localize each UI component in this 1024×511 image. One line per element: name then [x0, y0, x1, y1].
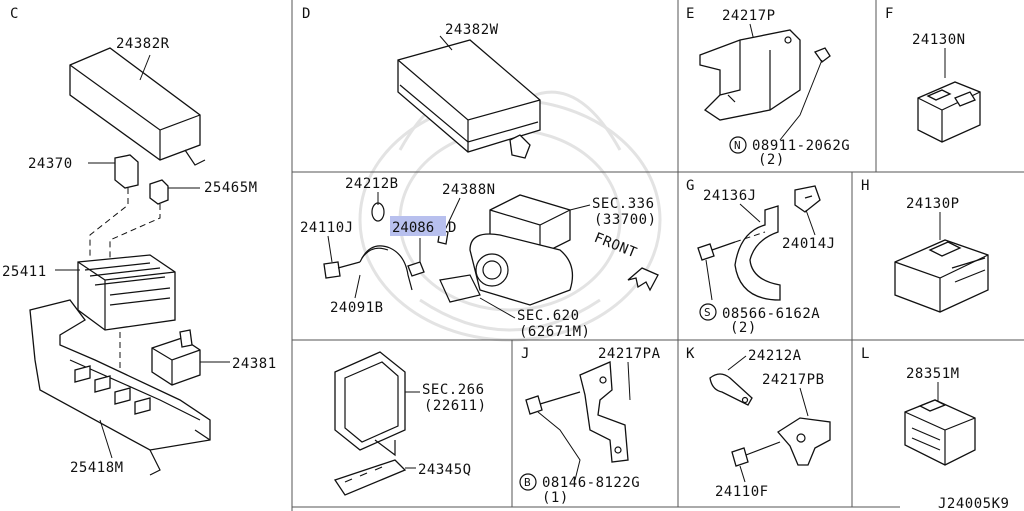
section-l: 28351M [904, 366, 976, 466]
section-d: 24382W [397, 22, 541, 159]
label-sec336-code[interactable]: (33700) [594, 212, 657, 228]
label-24110j[interactable]: 24110J [300, 220, 354, 236]
circled-b-letter: B [524, 476, 531, 489]
circled-n-icon [729, 136, 747, 154]
connector-24130p-drawing [894, 239, 989, 313]
label-25418m[interactable]: 25418M [70, 460, 124, 476]
section-h: 24130P [894, 196, 989, 313]
label-24110f[interactable]: 24110F [715, 484, 769, 500]
label-25465m[interactable]: 25465M [204, 180, 258, 196]
label-24212a[interactable]: 24212A [748, 348, 802, 364]
label-08911[interactable]: 08911-2062G [752, 138, 850, 154]
fuse-block-25411-drawing [77, 254, 176, 331]
label-sec620-code[interactable]: (62671M) [519, 324, 590, 340]
label-08911-qty: (2) [758, 152, 785, 168]
label-24217pb[interactable]: 24217PB [762, 372, 825, 388]
label-24388n[interactable]: 24388N [442, 182, 496, 198]
bracket-24345q-drawing [333, 459, 407, 496]
bolt-24110j-drawing [323, 261, 361, 279]
label-24382r[interactable]: 24382R [116, 36, 170, 52]
circled-s-letter: S [704, 306, 711, 319]
section-center: 24212B 24388N 24110J 24086 D 24091B [300, 176, 659, 340]
label-24217p[interactable]: 24217P [722, 8, 776, 24]
part-24381-drawing [151, 329, 201, 386]
label-24370[interactable]: 24370 [28, 156, 73, 172]
section-c: 24382R 24370 25465M 25411 [2, 36, 277, 476]
label-08566-qty: (2) [730, 320, 757, 336]
clip-24014j-drawing [794, 185, 821, 213]
module-sec336-drawing [439, 194, 574, 306]
bracket-25418m-drawing [29, 299, 211, 476]
bolt-08566-drawing [697, 241, 736, 261]
connector-28351m-drawing [904, 399, 976, 466]
connector-24130n-drawing [917, 81, 981, 143]
section-k: 24212A 24217PB 24110F [709, 348, 831, 500]
label-sec620[interactable]: SEC.620 [517, 308, 580, 324]
label-24381[interactable]: 24381 [232, 356, 277, 372]
label-24212b[interactable]: 24212B [345, 176, 399, 192]
section-g-label: G [686, 178, 695, 194]
label-24217pa[interactable]: 24217PA [598, 346, 661, 362]
bracket-24217pa-drawing [579, 361, 629, 463]
label-08146-qty: (1) [542, 490, 569, 506]
section-h-label: H [861, 178, 870, 194]
cover-24382r-drawing [69, 47, 206, 166]
section-e: 24217P N 08911-2062G (2) [699, 8, 850, 168]
circled-s-icon [699, 303, 717, 321]
label-24091b[interactable]: 24091B [330, 300, 384, 316]
label-24130n[interactable]: 24130N [912, 32, 966, 48]
section-j-label: J [521, 346, 530, 362]
bracket-24136j-drawing [734, 205, 781, 301]
front-arrow-icon [627, 267, 659, 292]
cover-24382w-drawing [397, 39, 541, 159]
bracket-24217pb-drawing [777, 417, 831, 466]
label-24130p[interactable]: 24130P [906, 196, 960, 212]
section-g: 24136J 24014J S 08566-6162A (2) [697, 185, 836, 336]
section-c-label: C [10, 6, 19, 22]
grid-lines [291, 0, 1024, 511]
reference-code: J24005K9 [938, 496, 1009, 511]
label-24014j[interactable]: 24014J [782, 236, 836, 252]
section-d-label: D [302, 6, 311, 22]
bolt-24110f-drawing [731, 441, 781, 467]
section-f-label: F [885, 6, 894, 22]
label-28351m[interactable]: 28351M [906, 366, 960, 382]
label-25411[interactable]: 25411 [2, 264, 47, 280]
section-f: 24130N [912, 32, 981, 143]
module-sec266-drawing [334, 351, 406, 457]
front-indicator: FRONT [592, 230, 639, 262]
section-k-label: K [686, 346, 695, 362]
label-sec336[interactable]: SEC.336 [592, 196, 655, 212]
label-24136j[interactable]: 24136J [703, 188, 757, 204]
section-letters: C D E F G H J K L [10, 6, 894, 362]
label-08566[interactable]: 08566-6162A [722, 306, 820, 322]
label-24345q[interactable]: 24345Q [418, 462, 472, 478]
circled-b-icon [519, 473, 537, 491]
label-24086d[interactable]: 24086 [392, 220, 434, 236]
label-24086d-suffix[interactable]: D [448, 220, 457, 236]
label-08146[interactable]: 08146-8122G [542, 475, 640, 491]
section-e-label: E [686, 6, 695, 22]
label-sec266[interactable]: SEC.266 [422, 382, 485, 398]
highlight-24086d [390, 216, 446, 236]
part-24370-drawing [114, 154, 139, 189]
clamp-24212a-drawing [709, 373, 753, 406]
bolt-08146-drawing [525, 391, 581, 415]
section-sec266: SEC.266 (22611) 24345Q [333, 351, 487, 496]
label-front: FRONT [592, 230, 639, 262]
label-sec266-code[interactable]: (22611) [424, 398, 487, 414]
harness-24086d-drawing [359, 245, 425, 291]
label-24382w[interactable]: 24382W [445, 22, 499, 38]
circled-n-letter: N [734, 139, 741, 152]
section-l-label: L [861, 346, 870, 362]
bracket-24217p-drawing [699, 29, 801, 121]
part-25465m-drawing [149, 179, 169, 205]
section-j: 24217PA B 08146-8122G (1) [519, 346, 661, 506]
nut-08911-drawing [813, 47, 831, 63]
